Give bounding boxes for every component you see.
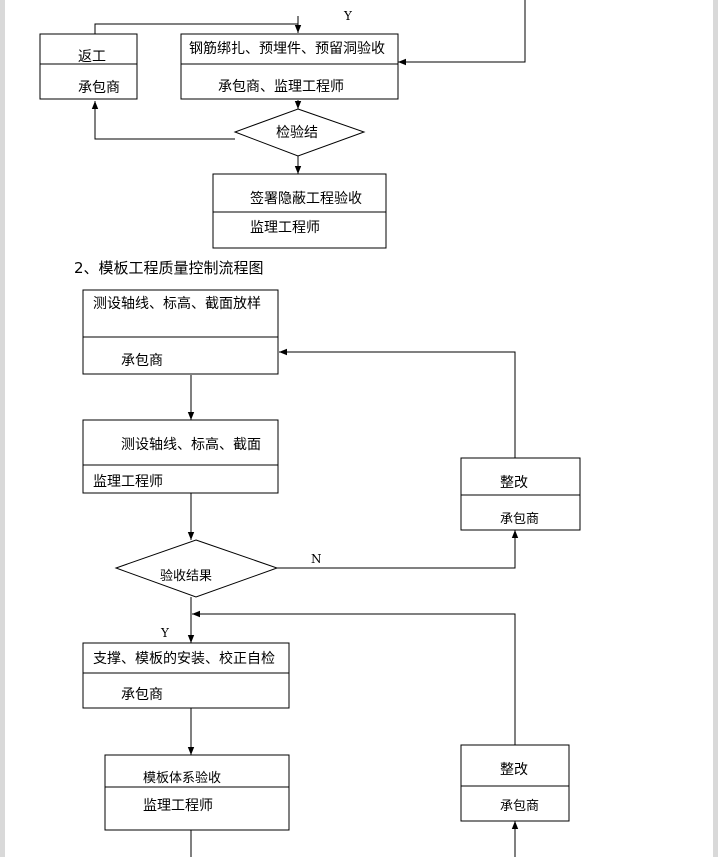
rework-box-role: 承包商 bbox=[78, 80, 120, 96]
arrow-decision-to-fix1 bbox=[277, 530, 519, 569]
page-edge-right bbox=[713, 0, 718, 857]
arrow-decision-to-rework bbox=[91, 101, 235, 140]
sign-box-title: 签署隐蔽工程验收 bbox=[250, 190, 362, 207]
rectification-box-1: 整改 承包商 bbox=[460, 457, 581, 531]
page-edge-left bbox=[0, 0, 5, 857]
box1-role: 承包商 bbox=[121, 353, 163, 369]
layout-verification-box: 测设轴线、标高、截面 监理工程师 bbox=[82, 419, 279, 494]
box4-role: 监理工程师 bbox=[143, 798, 213, 814]
rework-box: 返工 承包商 bbox=[39, 33, 138, 100]
box2-role: 监理工程师 bbox=[93, 474, 163, 490]
section2-n-label: N bbox=[311, 552, 322, 566]
acceptance-result-diamond: 验收结果 bbox=[114, 539, 279, 598]
line-rework-to-rebar bbox=[94, 23, 298, 34]
section2-heading: 2、模板工程质量控制流程图 bbox=[74, 259, 264, 277]
section1-y-label: Y bbox=[343, 9, 353, 23]
fix2-role: 承包商 bbox=[500, 799, 539, 814]
arrow-fix1-to-box1 bbox=[279, 348, 516, 458]
fix1-title: 整改 bbox=[500, 475, 528, 491]
section2-y-label: Y bbox=[160, 626, 170, 640]
sign-box-role: 监理工程师 bbox=[250, 220, 320, 236]
acceptance-decision-label: 验收结果 bbox=[160, 568, 212, 584]
sign-acceptance-box: 签署隐蔽工程验收 监理工程师 bbox=[212, 173, 387, 249]
fix1-role: 承包商 bbox=[500, 512, 539, 527]
layout-staking-box: 测设轴线、标高、截面放样 承包商 bbox=[82, 289, 279, 375]
formwork-installation-box: 支撑、模板的安装、校正自检 承包商 bbox=[82, 642, 290, 709]
rebar-box-title: 钢筋绑扎、预埋件、预留洞验收 bbox=[189, 40, 385, 57]
box3-title: 支撑、模板的安装、校正自检 bbox=[93, 650, 275, 667]
rework-box-title: 返工 bbox=[78, 49, 106, 65]
box3-role: 承包商 bbox=[121, 687, 163, 703]
box4-title: 模板体系验收 bbox=[143, 770, 221, 786]
rebar-inspection-box: 钢筋绑扎、预埋件、预留洞验收 承包商、监理工程师 bbox=[180, 33, 399, 100]
rebar-box-role: 承包商、监理工程师 bbox=[218, 79, 344, 95]
fix2-title: 整改 bbox=[500, 762, 528, 778]
arrow-right-feed-into-rebar bbox=[398, 0, 526, 66]
arrow-fix2-to-loop bbox=[192, 610, 516, 776]
box1-title: 测设轴线、标高、截面放样 bbox=[93, 295, 261, 312]
box2-title: 测设轴线、标高、截面 bbox=[121, 436, 261, 453]
decision-label: 检验结 bbox=[276, 125, 318, 141]
inspection-decision-diamond: 检验结 bbox=[233, 108, 366, 157]
rectification-box-2: 整改 承包商 bbox=[460, 744, 570, 822]
formwork-acceptance-box: 模板体系验收 监理工程师 bbox=[104, 754, 290, 831]
